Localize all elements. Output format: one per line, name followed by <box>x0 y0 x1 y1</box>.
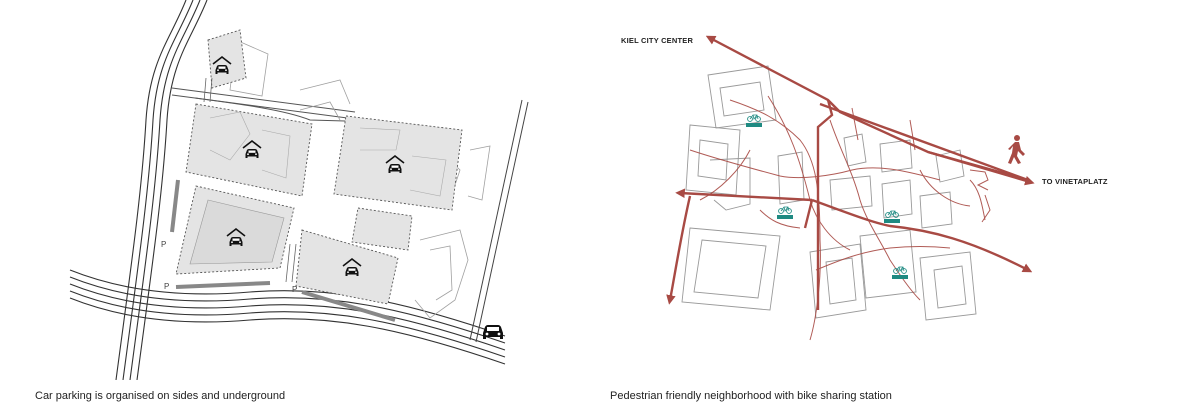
route-north-south <box>816 99 834 310</box>
main-road-west <box>115 0 208 380</box>
garage-west <box>185 103 313 197</box>
garage-northeast <box>333 115 463 211</box>
pedestrian-paths <box>689 95 991 341</box>
street-north <box>171 87 381 123</box>
caption-pedestrian: Pedestrian friendly neighborhood with bi… <box>610 390 892 402</box>
main-road-south <box>69 269 506 365</box>
parking-label-southeast: P <box>292 285 297 294</box>
main-routes <box>666 35 1033 310</box>
label-to-vinetaplatz: TO VINETAPLATZ <box>1042 177 1108 186</box>
car-parking-diagram: P P P <box>0 0 590 380</box>
pedestrian-map: KIEL CITY CENTER TO VINETAPLATZ <box>621 35 1108 341</box>
garage-southwest <box>175 185 295 275</box>
parking-label-west: P <box>161 240 166 249</box>
surface-parking <box>170 179 396 322</box>
bike-station-icon <box>890 266 910 280</box>
pedestrian-diagram: KIEL CITY CENTER TO VINETAPLATZ <box>590 0 1180 380</box>
parking-strip-southeast <box>301 290 396 322</box>
road-east <box>469 99 529 343</box>
garage-ramps <box>203 77 297 283</box>
parking-label-south: P <box>164 282 169 291</box>
parking-strip-west <box>170 179 180 233</box>
pedestrian-icon <box>1008 135 1025 164</box>
car-icon <box>483 325 503 339</box>
parking-strip-south <box>175 281 271 289</box>
label-kiel-city-center: KIEL CITY CENTER <box>621 36 693 45</box>
route-east-arrow <box>927 150 1035 186</box>
route-east <box>811 198 1033 273</box>
route-to-city-center <box>705 35 1029 182</box>
caption-car-parking: Car parking is organised on sides and un… <box>35 390 286 402</box>
car-parking-map: P P P <box>69 0 529 380</box>
route-west <box>675 188 813 202</box>
garage-south <box>295 229 399 305</box>
bike-station-icon <box>744 114 764 128</box>
garage-middle-small <box>351 207 413 251</box>
route-southwest <box>666 195 692 305</box>
bike-station-icon <box>775 206 795 220</box>
garage-north <box>207 29 247 89</box>
route-to-vinetaplatz <box>819 102 1029 182</box>
